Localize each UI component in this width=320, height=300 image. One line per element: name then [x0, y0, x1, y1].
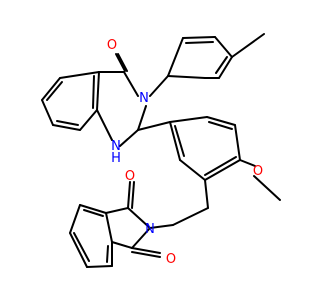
quinazolinone-nh-label: N [111, 139, 121, 154]
quinazolinone-nh-hydrogen-label: H [111, 151, 121, 166]
phthalimide-top-oxygen-label: O [125, 169, 135, 184]
bonds [41, 33, 281, 268]
phthalimide-bottom-oxygen-label: O [166, 252, 176, 267]
quinazolinone-n3-label: N [139, 91, 149, 106]
phthalimide-nitrogen-label: N [145, 222, 155, 237]
methoxy-oxygen-label: O [253, 164, 263, 179]
molecule-structure: O N N H O O N O [0, 0, 300, 300]
canvas-background [0, 0, 300, 300]
carbonyl-oxygen-label: O [107, 38, 117, 53]
atom-labels: O N N H O O N O [107, 38, 263, 267]
